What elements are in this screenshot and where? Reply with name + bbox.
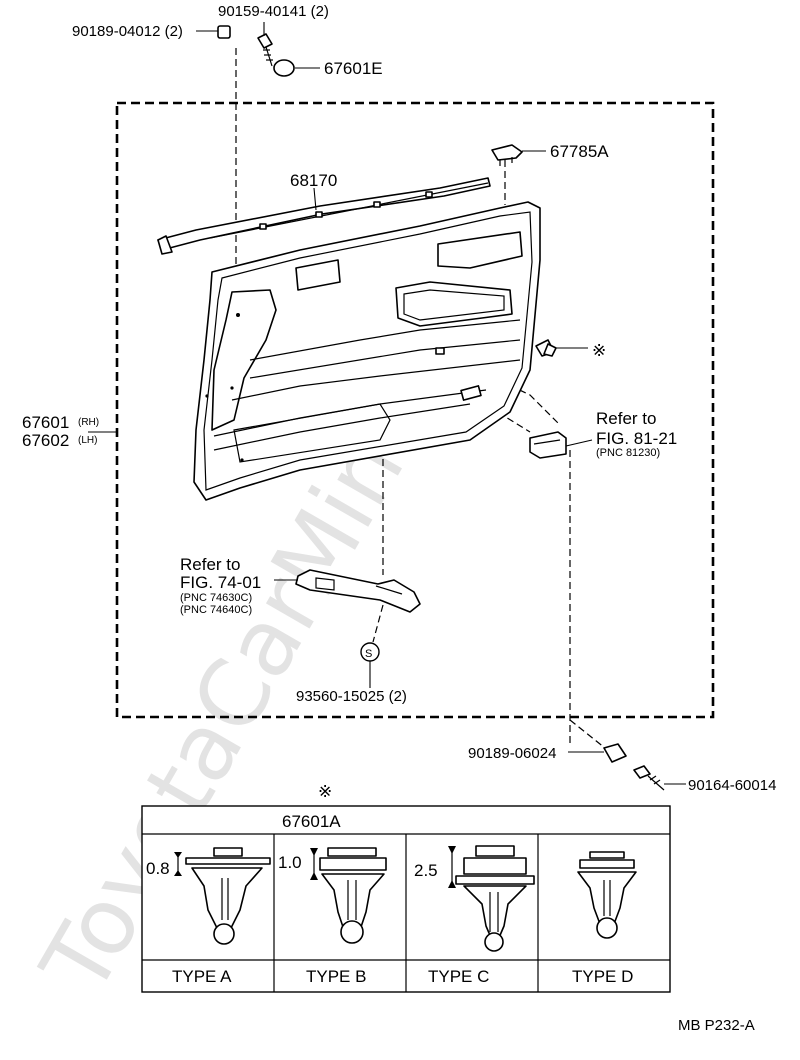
trim-clip-part: [535, 339, 588, 357]
bracket-label: 67785A: [550, 142, 609, 161]
panel-lh-suffix: (LH): [78, 435, 97, 446]
door-trim-panel: [193, 201, 541, 501]
panel-rh-label: 67601: [22, 413, 69, 432]
type-b-label: TYPE B: [306, 967, 366, 986]
handle-ref-line1: Refer to: [180, 555, 240, 574]
armrest-handle-part: [274, 569, 421, 613]
clip-type-a-drawing: [174, 847, 271, 945]
handle-ref-line2: FIG. 74-01: [180, 573, 261, 592]
type-d-label: TYPE D: [572, 967, 633, 986]
cap-label: 67601E: [324, 59, 383, 78]
bottom-screw-part: [633, 765, 686, 791]
handle-pnc-line2: (PNC 74640C): [180, 604, 252, 616]
type-c-label: TYPE C: [428, 967, 489, 986]
dim-type-c: 2.5: [414, 861, 438, 880]
dim-type-b: 1.0: [278, 853, 302, 872]
bottom-clip-part: [568, 743, 627, 763]
top-clip-part: [196, 25, 231, 39]
cap-part: [273, 59, 320, 77]
assembly-boundary: [115, 101, 715, 719]
clip-mark-label: ※: [592, 341, 606, 360]
clip-type-d-drawing: [577, 851, 637, 939]
switch-part: [529, 431, 593, 459]
clip-type-c-drawing: [448, 845, 535, 952]
figure-code: MB P232-A: [678, 1017, 755, 1034]
top-bolt-part: [257, 22, 273, 67]
handle-pnc-line1: (PNC 74630C): [180, 592, 252, 604]
svg-text:S: S: [365, 648, 372, 660]
type-a-label: TYPE A: [172, 967, 232, 986]
panel-rh-suffix: (RH): [78, 417, 99, 428]
bracket-part: [491, 144, 546, 166]
screw-label: 93560-15025 (2): [296, 688, 407, 705]
bottom-screw-label: 90164-60014: [688, 777, 776, 794]
clip-type-b-drawing: [310, 847, 387, 944]
panel-lh-label: 67602: [22, 431, 69, 450]
dim-type-a: 0.8: [146, 859, 170, 878]
bottom-clip-label: 90189-06024: [468, 745, 556, 762]
switch-ref-line1: Refer to: [596, 409, 656, 428]
bottom-clip-leader-line-2: [569, 719, 611, 753]
table-part-number: 67601A: [282, 812, 341, 831]
switch-pnc-label: (PNC 81230): [596, 447, 660, 459]
screw-leader-line: [372, 604, 384, 643]
garnish-part: [157, 177, 491, 255]
table-mark: ※: [318, 782, 332, 801]
screw-s-part: S: [360, 642, 380, 688]
switch-ref-line2: FIG. 81-21: [596, 429, 677, 448]
garnish-label: 68170: [290, 171, 337, 190]
bolt-top-label: 90159-40141 (2): [218, 3, 329, 20]
clip-top-label: 90189-04012 (2): [72, 23, 183, 40]
